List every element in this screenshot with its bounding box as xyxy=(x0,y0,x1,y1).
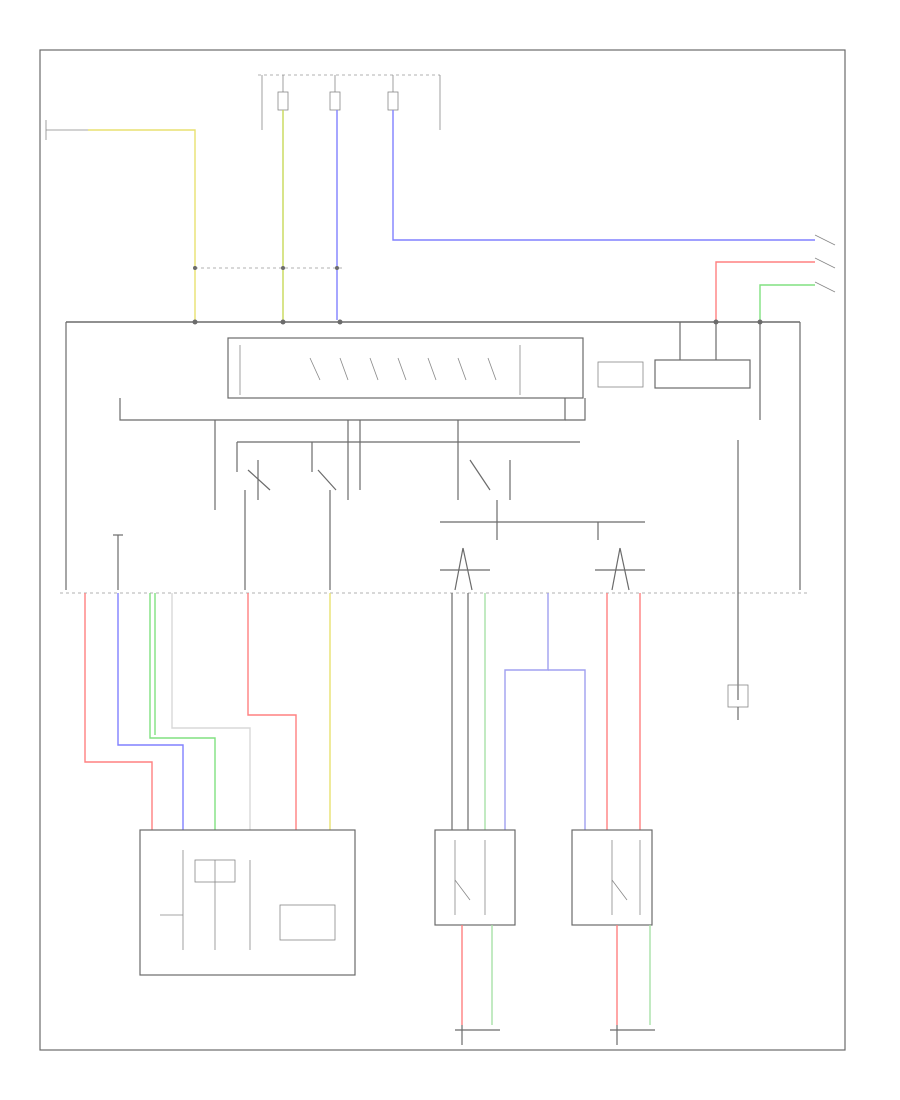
top-fuse-group xyxy=(258,74,441,130)
bottom-ground-left xyxy=(455,1025,500,1045)
motor-internals xyxy=(160,850,336,950)
diagram-frame xyxy=(39,49,846,1051)
fuse-3 xyxy=(387,91,399,111)
left-mirror-motor xyxy=(434,829,516,926)
wire-red-right xyxy=(715,261,815,320)
courtesy-lamp xyxy=(727,440,749,720)
fuse-1 xyxy=(277,91,289,111)
driver-power-window-motor xyxy=(139,829,356,976)
right-mirror-motor xyxy=(571,829,653,926)
bottom-ground-right xyxy=(610,1025,655,1045)
power-window-switch-module xyxy=(227,337,584,399)
fuse-2 xyxy=(329,91,341,111)
wire-green-left xyxy=(149,593,216,830)
ground-bus-2 xyxy=(565,398,586,421)
relay-switch-2 xyxy=(311,420,361,500)
wire-red-left xyxy=(84,593,153,830)
wire-red-mid xyxy=(247,593,297,830)
left-source-connector xyxy=(45,120,88,140)
small-switch-box xyxy=(597,361,644,388)
wire-yellow-left-source xyxy=(88,129,196,320)
ground-bus-1 xyxy=(119,398,566,421)
relay-switch-1 xyxy=(214,420,271,510)
wire-mirror-blue-cross-2 xyxy=(548,669,586,830)
wire-green-right xyxy=(759,284,815,320)
wire-mirror-blue-cross xyxy=(504,593,549,830)
wire-blue-fuse3 xyxy=(392,110,815,241)
right-connector-arrows xyxy=(814,234,836,293)
mirror-motor-internals xyxy=(454,840,641,915)
relay-switch-3 xyxy=(457,420,511,500)
ground-terminal xyxy=(113,534,123,590)
wire-blue-left xyxy=(117,593,184,830)
wire-white-left xyxy=(171,593,251,830)
right-mirror-switch xyxy=(595,547,645,591)
switch-contacts xyxy=(239,345,521,395)
left-mirror-switch xyxy=(440,547,490,591)
relay-box xyxy=(654,359,751,389)
